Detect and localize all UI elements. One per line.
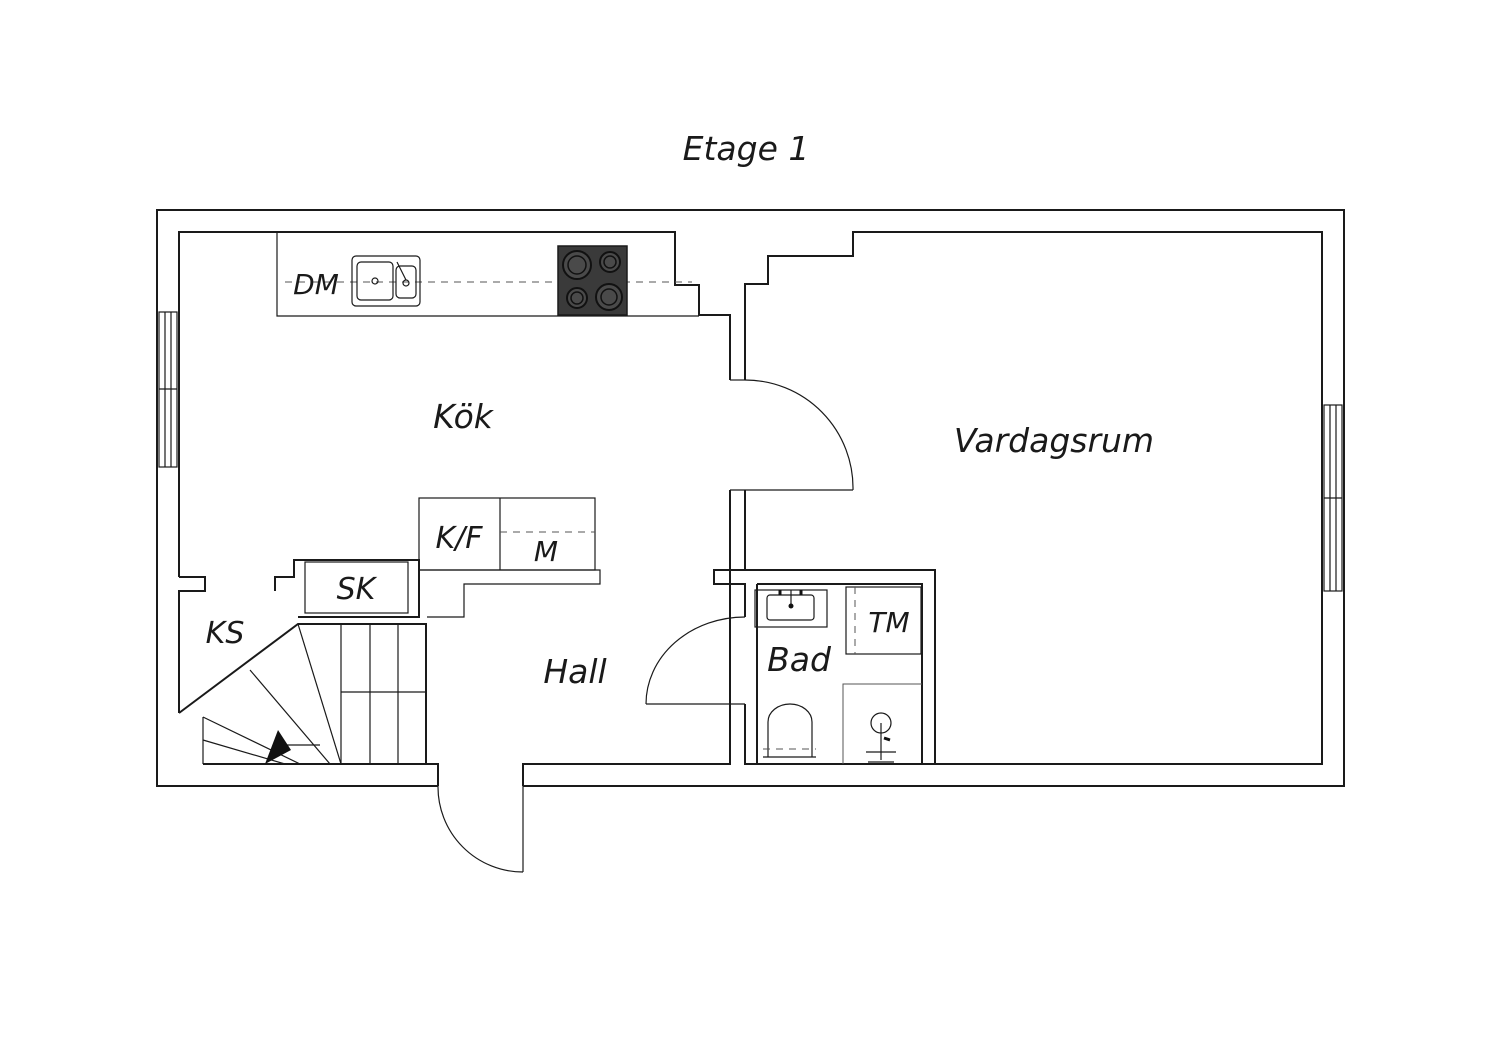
window-west: [158, 311, 178, 468]
microwave-label: M: [534, 535, 558, 568]
washbasin-icon: [754, 589, 828, 628]
sink-icon: [351, 255, 421, 307]
window-east: [1323, 404, 1343, 592]
stove-icon: [557, 245, 628, 316]
wardrobe-label: SK: [337, 572, 378, 607]
fridge-microwave-unit: [418, 497, 601, 618]
wardrobe: [178, 559, 420, 713]
storage-label: KS: [206, 616, 245, 651]
room-label-kitchen: Kök: [433, 397, 495, 436]
kitchen-counter: [276, 232, 699, 317]
floor-title: Etage 1: [683, 129, 810, 168]
shower: [842, 683, 922, 764]
fridge-freezer-label: K/F: [435, 521, 483, 556]
stair-direction-arrow-icon: [265, 730, 291, 764]
dishwasher-label: DM: [293, 268, 339, 301]
room-label-living-room: Vardagsrum: [954, 421, 1154, 460]
washing-machine: [845, 586, 922, 655]
washing-machine-label: TM: [868, 606, 909, 639]
bathroom-door: [645, 616, 746, 705]
exterior-walls: [156, 209, 1345, 787]
room-label-bathroom: Bad: [767, 640, 832, 679]
entrance-door: [437, 785, 524, 873]
kitchen-living-door: [730, 379, 854, 491]
toilet-icon: [763, 703, 816, 758]
shower-head-icon: [866, 712, 896, 763]
room-label-hall: Hall: [543, 652, 606, 691]
